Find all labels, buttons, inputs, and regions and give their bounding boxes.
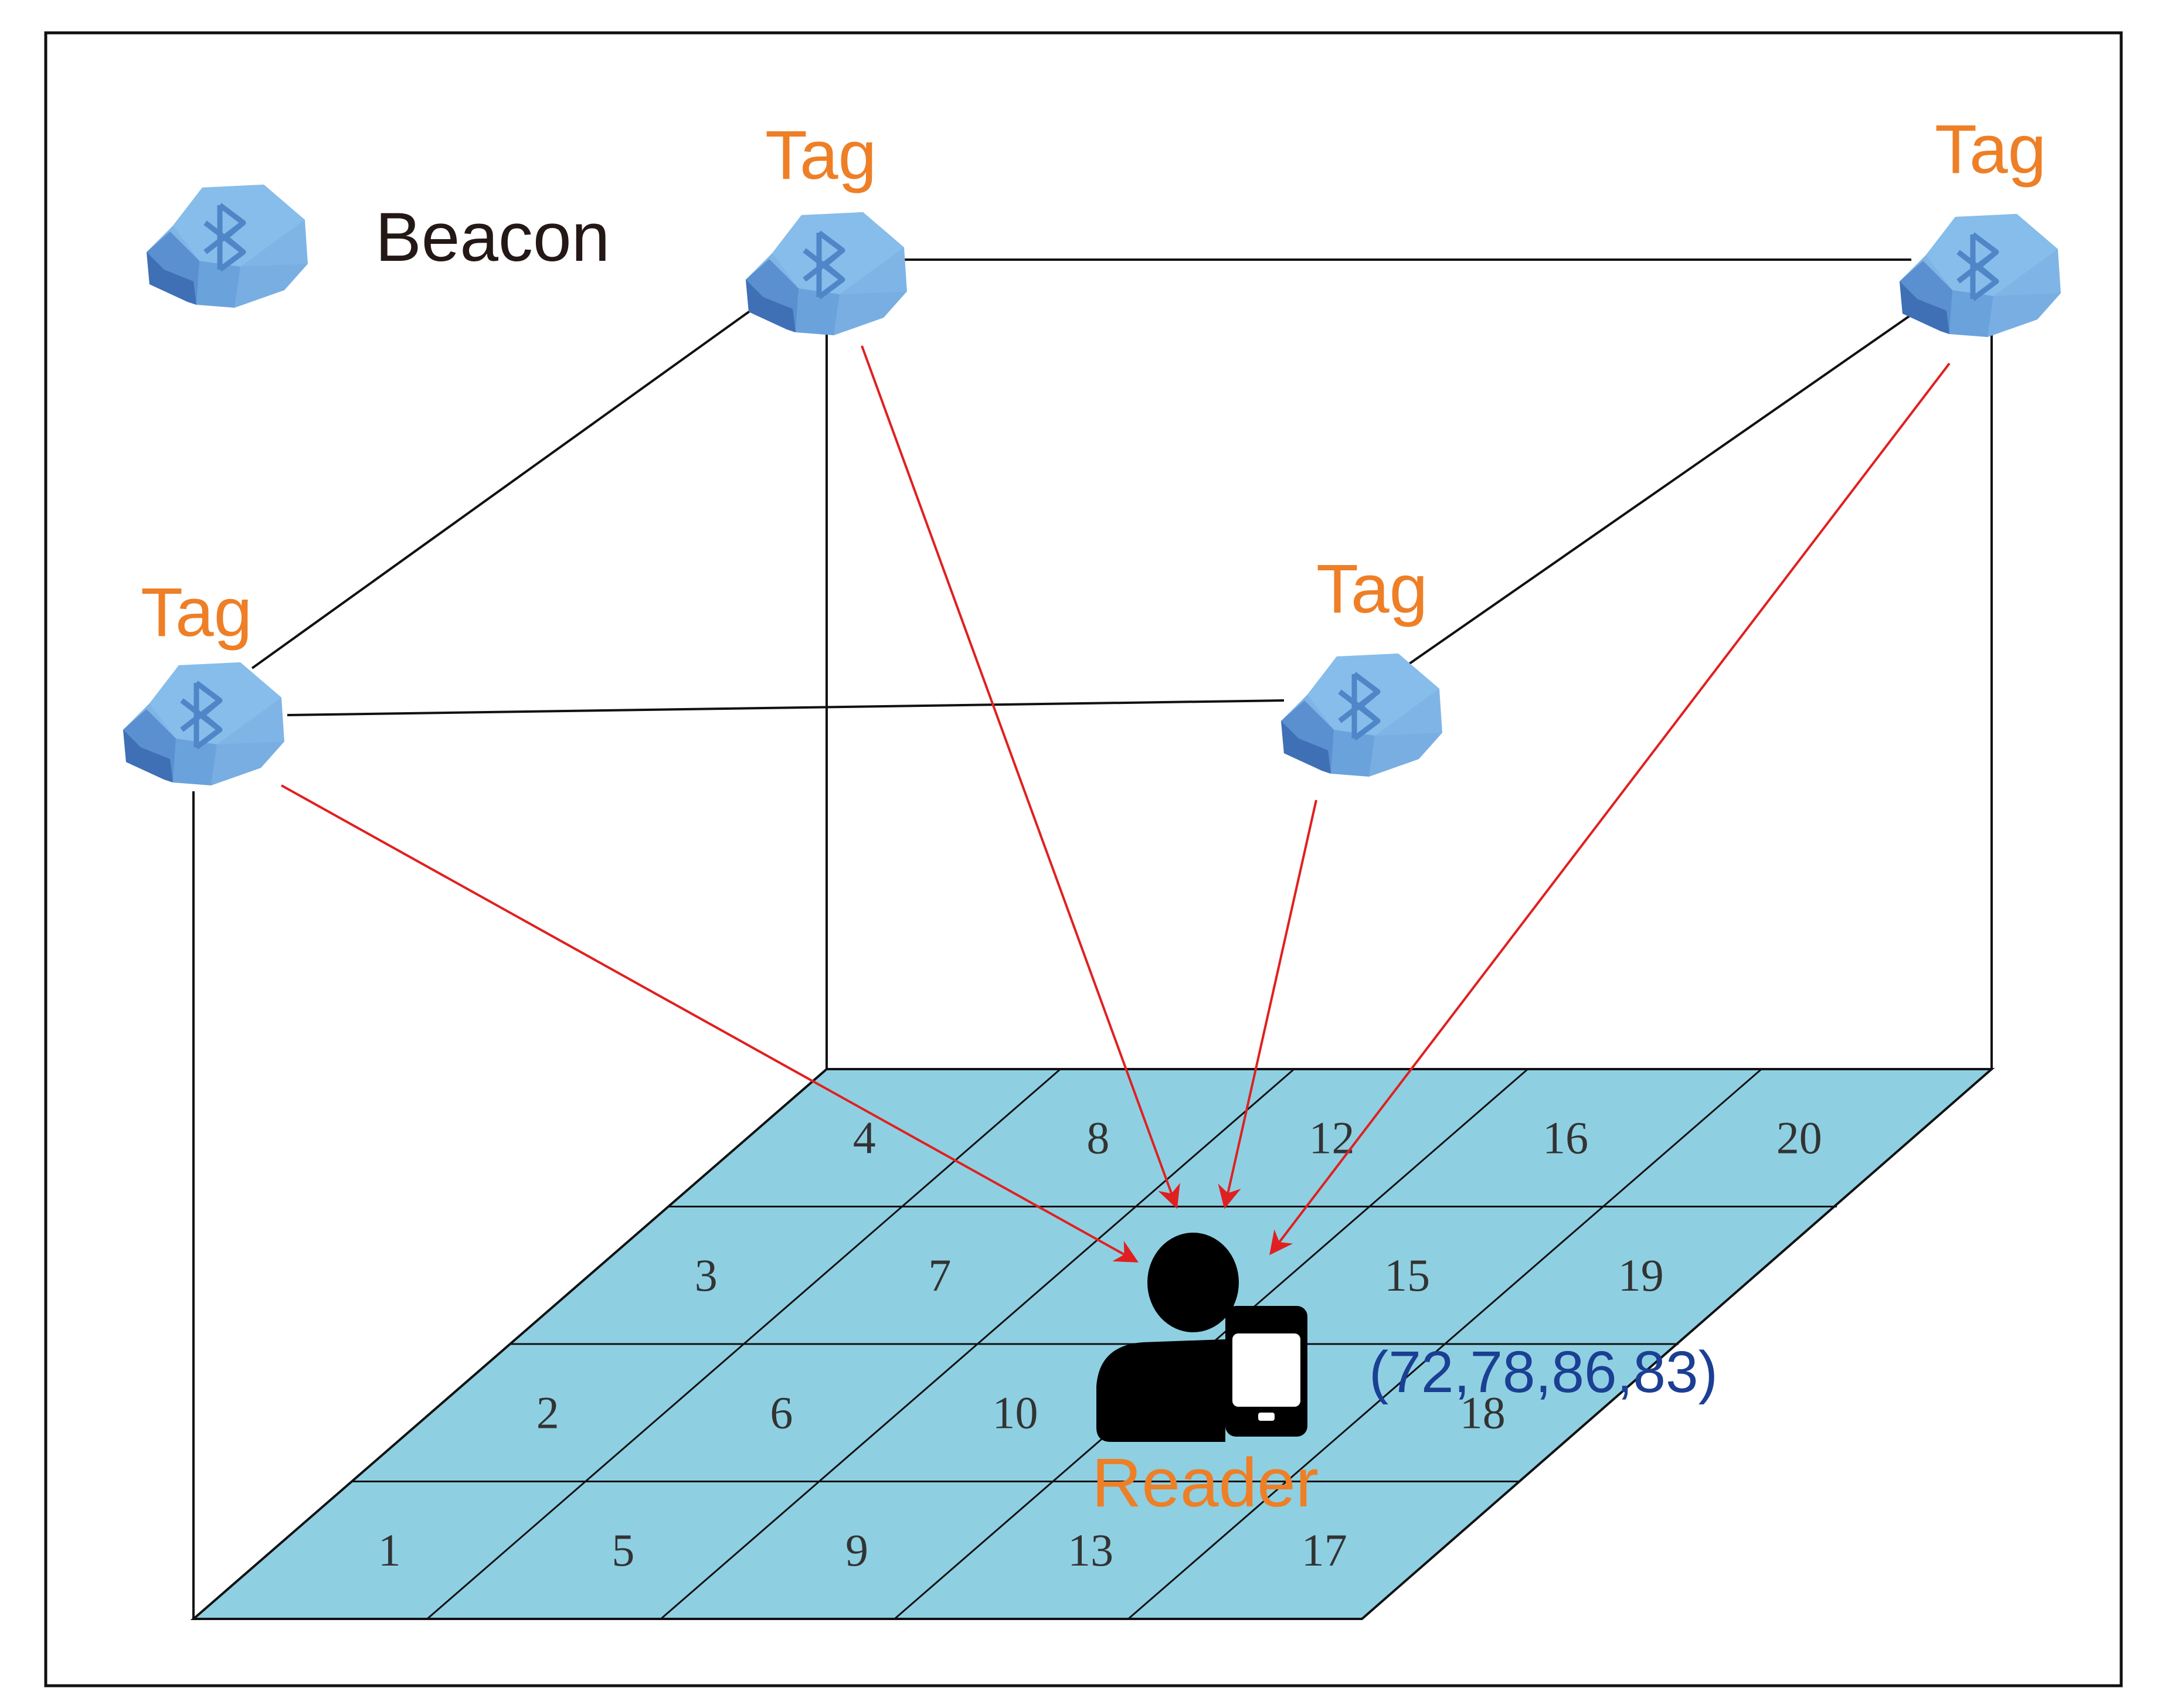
grid-cell-number: 17 xyxy=(1302,1525,1347,1576)
grid-cell-number: 9 xyxy=(845,1525,868,1576)
grid-cell-number: 10 xyxy=(993,1387,1038,1438)
grid-cell-number: 6 xyxy=(770,1387,793,1438)
beacon-legend: Beacon xyxy=(147,185,610,308)
grid-cell-number: 1 xyxy=(378,1525,401,1576)
tag-front-right: Tag xyxy=(1281,550,1442,777)
grid-cell-number: 16 xyxy=(1543,1112,1588,1163)
arrow-tag-back-left xyxy=(861,345,1180,1209)
beacon-icon xyxy=(123,662,284,785)
top-edge-left xyxy=(251,309,752,669)
diagram-border xyxy=(44,31,2123,1687)
beacon-icon xyxy=(746,212,907,335)
grid-cell-number: 3 xyxy=(695,1250,718,1301)
grid-cell-number: 20 xyxy=(1776,1112,1822,1163)
tag-label: Tag xyxy=(141,574,252,651)
grid-cell-number: 7 xyxy=(928,1250,951,1301)
arrow-tag-front-right xyxy=(1218,799,1317,1209)
reader-rssi-readout: (72,78,86,83) xyxy=(1369,1339,1718,1405)
person-icon xyxy=(1096,1233,1239,1442)
beacon-icon xyxy=(1900,214,2061,337)
smartphone-icon xyxy=(1225,1306,1307,1437)
arrow-tag-back-right xyxy=(1269,362,1951,1256)
arrow-tag-front-left xyxy=(281,784,1139,1263)
grid-cell-number: 2 xyxy=(536,1387,559,1438)
tag-label: Tag xyxy=(765,117,877,194)
grid-cell-number: 4 xyxy=(853,1112,876,1163)
grid-cell-number: 12 xyxy=(1309,1112,1355,1163)
signal-arrows xyxy=(281,345,1951,1263)
tag-front-left: Tag xyxy=(123,574,284,785)
grid-cell-number: 18 xyxy=(1460,1387,1506,1438)
beacon-icon xyxy=(1281,654,1442,777)
top-edge-right xyxy=(1406,309,1918,666)
reader-label: Reader xyxy=(1092,1444,1319,1522)
top-edge-front xyxy=(287,699,1285,716)
grid-cell-number: 5 xyxy=(612,1525,634,1576)
beacon-icon xyxy=(147,185,308,308)
reader: Reader (72,78,86,83) xyxy=(1092,1233,1718,1522)
grid-cell-number: 19 xyxy=(1618,1250,1664,1301)
grid-cell-number: 15 xyxy=(1384,1250,1430,1301)
tag-back-left: Tag xyxy=(746,117,907,335)
room-wireframe xyxy=(192,258,1993,1619)
tag-label: Tag xyxy=(1935,111,2046,188)
grid-cell-number: 8 xyxy=(1086,1112,1109,1163)
legend-label: Beacon xyxy=(375,199,610,276)
grid-cell-number: 13 xyxy=(1068,1525,1113,1576)
tag-label: Tag xyxy=(1316,550,1428,628)
tag-back-right: Tag xyxy=(1900,111,2061,337)
